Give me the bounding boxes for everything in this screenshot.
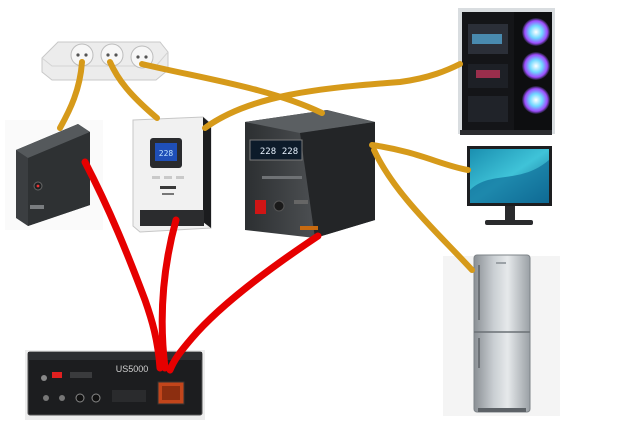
dc-cable-line-ups-to-battery bbox=[166, 232, 322, 374]
ac-cable-strip-to-inverter bbox=[107, 59, 160, 121]
power-strip-icon bbox=[41, 41, 169, 81]
ac-cable-strip-to-line-ups bbox=[139, 61, 325, 116]
ups-display-readout-left: 228 bbox=[260, 147, 276, 157]
ac-cables bbox=[57, 59, 475, 273]
ac-cable-inverter-to-pc bbox=[202, 61, 463, 131]
refrigerator-icon bbox=[443, 254, 560, 416]
dc-cables bbox=[81, 158, 322, 374]
ac-cable-line-ups-to-fridge bbox=[371, 147, 475, 273]
ac-cable-line-ups-to-monitor bbox=[369, 142, 471, 173]
line-interactive-ups-icon: 228 228 bbox=[245, 110, 375, 238]
ups-display-readout-right: 228 bbox=[282, 147, 298, 157]
inverter-display-readout: 228 bbox=[159, 149, 174, 158]
ups-icon bbox=[5, 120, 103, 230]
battery-model-label: US5000 bbox=[116, 364, 149, 374]
dc-cable-ups-to-battery bbox=[81, 158, 164, 372]
pc-tower-icon bbox=[458, 8, 555, 135]
dc-cable-inverter-to-battery bbox=[158, 216, 180, 372]
monitor-icon bbox=[467, 146, 552, 225]
ac-cable-strip-to-ups bbox=[57, 59, 85, 131]
solar-inverter-icon: 228 bbox=[132, 116, 212, 233]
